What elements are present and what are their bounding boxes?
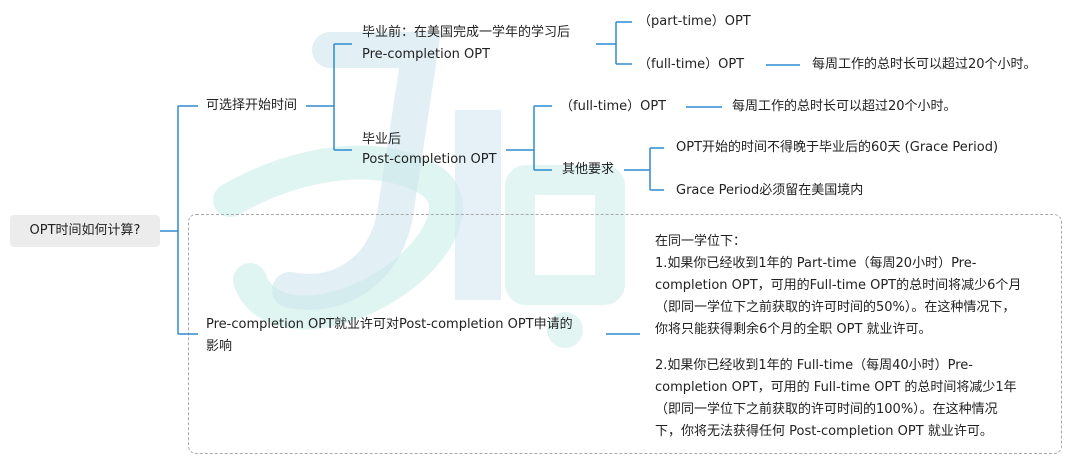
- topic-other-requirements: 其他要求: [562, 162, 615, 177]
- impact-text-line: 1.如果你已经收到1年的 Part-time（每周20小时）Pre-: [655, 256, 977, 271]
- impact-text-line: 你将只能获得剩余6个月的全职 OPT 就业许可。: [655, 322, 932, 337]
- topic-pre-full-time: （full-time）OPT: [638, 57, 745, 72]
- topic-impact-line1: Pre-completion OPT就业许可对Post-completion O…: [206, 317, 573, 332]
- topic-post-full-time: （full-time）OPT: [560, 99, 667, 114]
- topic-pre-full-time-note: 每周工作的总时长可以超过20个小时。: [812, 57, 1037, 72]
- topic-start-time: 可选择开始时间: [206, 98, 298, 113]
- topic-impact-line2: 影响: [206, 339, 233, 354]
- topic-requirement-grace-period: Grace Period必须留在美国境内: [676, 183, 864, 198]
- impact-text-line: 在同一学位下：: [655, 234, 747, 249]
- topic-requirement-60-days: OPT开始的时间不得晚于毕业后的60天 (Grace Period): [676, 140, 999, 155]
- topic-pre-completion-line2: Pre-completion OPT: [362, 47, 491, 62]
- impact-text-line: 下，你将无法获得任何 Post-completion OPT 就业许可。: [655, 424, 993, 439]
- topic-pre-part-time: （part-time）OPT: [638, 14, 751, 29]
- topic-post-full-time-note: 每周工作的总时长可以超过20个小时。: [732, 99, 957, 114]
- impact-text-line: completion OPT，可用的Full-time OPT的总时间将减少6个…: [655, 278, 1022, 293]
- impact-text-line: completion OPT，可用的 Full-time OPT 的总时间将减少…: [655, 380, 1017, 395]
- impact-text-line: 2.如果你已经收到1年的 Full-time（每周40小时）Pre-: [655, 358, 973, 373]
- impact-text-line: （即同一学位下之前获取的许可时间的50%）。在这种情况下，: [655, 300, 1016, 315]
- topic-pre-completion-line1: 毕业前：在美国完成一学年的学习后: [362, 25, 571, 40]
- topic-post-completion-line1: 毕业后: [362, 132, 402, 147]
- root-topic: OPT时间如何计算?: [10, 215, 160, 247]
- topic-post-completion-line2: Post-completion OPT: [362, 152, 497, 167]
- impact-text-line: （即同一学位下之前获取的许可时间的100%）。在这种情况: [655, 402, 998, 417]
